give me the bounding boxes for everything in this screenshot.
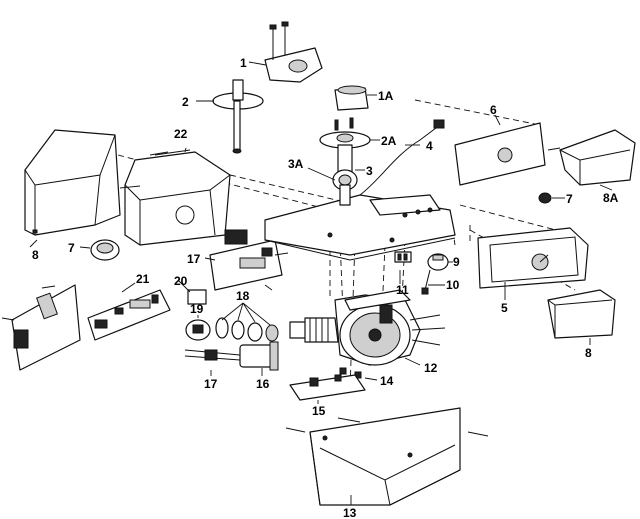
label-22: 22: [174, 127, 188, 141]
label-1: 1: [240, 56, 247, 70]
part-20-connector: [187, 289, 207, 305]
part-19-rpm-sensor: [185, 319, 211, 341]
part-7-light-lens-left: [90, 239, 120, 261]
label-13: 13: [343, 506, 357, 519]
label-18: 18: [236, 289, 250, 303]
worm-gear-assembly: [289, 317, 339, 343]
label-16: 16: [256, 377, 270, 391]
label-6: 6: [490, 103, 497, 117]
label-12: 12: [424, 361, 438, 375]
part-9-light-socket: [427, 253, 449, 271]
part-1-bracket: [264, 21, 323, 83]
label-2a: 2A: [381, 134, 397, 148]
part-8a-light-lens-cover: [559, 129, 636, 186]
label-7-right: 7: [566, 192, 573, 206]
part-22-end-panel: [119, 149, 231, 246]
part-17-receiver-board: [209, 229, 289, 291]
label-17-upper: 17: [187, 252, 201, 266]
part-2a-gear-plate: [319, 117, 371, 149]
label-4: 4: [426, 139, 433, 153]
part-3a-gear-shaft: [339, 184, 351, 206]
label-20: 20: [174, 274, 188, 288]
part-8-right-cover: [547, 289, 616, 339]
label-3a: 3A: [288, 157, 304, 171]
part-8-left-cover: [24, 129, 121, 236]
label-19: 19: [190, 302, 204, 316]
part-3-gear: [332, 144, 358, 191]
label-17-lower: 17: [204, 377, 218, 391]
part-21-logic-board: [87, 289, 171, 341]
label-1a: 1A: [378, 89, 394, 103]
label-8a: 8A: [603, 191, 619, 205]
label-21: 21: [136, 272, 150, 286]
part-2-sprocket-shaft: [212, 79, 264, 154]
label-14: 14: [380, 374, 394, 388]
part-15-bracket: [289, 374, 366, 401]
label-8-left: 8: [32, 248, 39, 262]
part-7-light-lens-right: [538, 192, 552, 204]
label-15: 15: [312, 404, 326, 418]
part-4-power-cord: [359, 119, 445, 196]
part-12-motor: [334, 289, 446, 366]
part-21-logic-board-plate: [1, 284, 81, 371]
leader-lines: [29, 61, 613, 505]
part-18-bearings: [215, 302, 279, 342]
part-5-lens: [477, 227, 589, 289]
part-16-capacitor: [239, 341, 279, 371]
label-5: 5: [501, 301, 508, 315]
label-2: 2: [182, 95, 189, 109]
part-11-terminal: [394, 251, 412, 263]
label-7-left: 7: [68, 241, 75, 255]
part-labels: 1 2 1A 2A 3 3A 4 6 7 8A 22 8 7 17 20 21 …: [32, 56, 619, 519]
part-17-wire-harness: [184, 349, 241, 361]
chassis-plate: [264, 194, 456, 261]
label-9: 9: [453, 255, 460, 269]
label-10: 10: [446, 278, 460, 292]
label-8-right: 8: [585, 346, 592, 360]
part-13-bottom-tray: [285, 407, 489, 506]
part-1a-cap: [334, 85, 369, 111]
part-10-wire: [421, 269, 431, 295]
label-3: 3: [366, 164, 373, 178]
label-11: 11: [396, 283, 409, 297]
part-6-light-panel: [454, 122, 561, 186]
